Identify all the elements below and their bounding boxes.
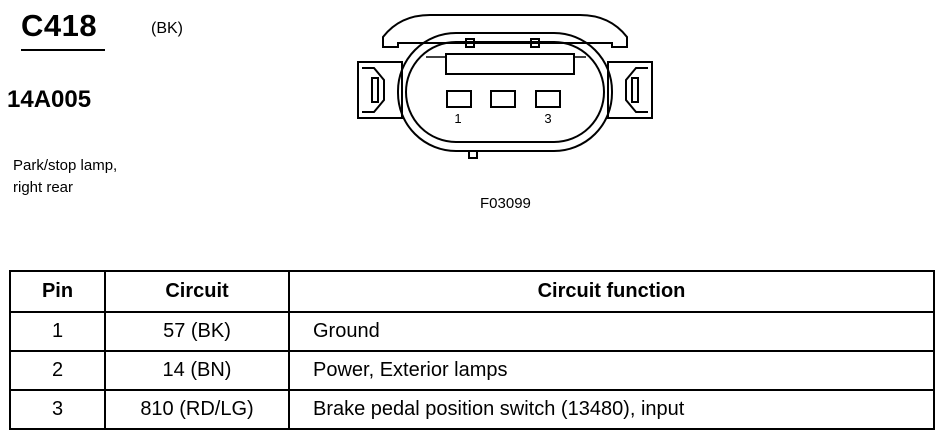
cell-circuit: 14 (BN) (104, 350, 290, 391)
pin-cavity-3 (535, 90, 561, 108)
cell-pin: 1 (9, 311, 106, 352)
table-header-row: Pin Circuit Circuit function (9, 270, 935, 313)
figure-id: F03099 (480, 195, 531, 212)
connector-description: Park/stop lamp, right rear (13, 155, 117, 199)
connector-key (468, 150, 478, 159)
description-line-1: Park/stop lamp, (13, 157, 118, 174)
pinout-table: Pin Circuit Circuit function 1 57 (BK) G… (9, 270, 935, 430)
table-row: 1 57 (BK) Ground (9, 311, 935, 352)
header-pin: Pin (9, 270, 106, 313)
connector-slot (445, 53, 575, 75)
table-row: 2 14 (BN) Power, Exterior lamps (9, 350, 935, 391)
left-latch (357, 61, 403, 119)
header-circuit: Circuit (104, 270, 290, 313)
cell-pin: 2 (9, 350, 106, 391)
cell-pin: 3 (9, 389, 106, 430)
part-number: 14A005 (7, 86, 92, 113)
cell-circuit: 810 (RD/LG) (104, 389, 290, 430)
connector-housing-inner (405, 41, 605, 143)
cell-function: Ground (288, 311, 935, 352)
connector-id-underline (21, 49, 105, 51)
cell-function: Brake pedal position switch (13480), inp… (288, 389, 935, 430)
top-tab-right (530, 38, 540, 48)
connector-id: C418 (21, 8, 98, 43)
table-row: 3 810 (RD/LG) Brake pedal position switc… (9, 389, 935, 430)
pin-label-3: 3 (544, 111, 551, 126)
cell-circuit: 57 (BK) (104, 311, 290, 352)
pin-cavity-1 (446, 90, 472, 108)
cell-function: Power, Exterior lamps (288, 350, 935, 391)
header-circuit-function: Circuit function (288, 270, 935, 313)
description-line-2: right rear (13, 179, 74, 196)
right-latch (607, 61, 653, 119)
pin-label-1: 1 (454, 111, 461, 126)
connector-hood (382, 14, 628, 48)
connector-face-diagram: 1 3 (357, 14, 653, 159)
connector-color: (BK) (151, 20, 183, 37)
pin-cavity-2 (490, 90, 516, 108)
top-tab-left (465, 38, 475, 48)
connector-housing-outer (397, 32, 613, 152)
